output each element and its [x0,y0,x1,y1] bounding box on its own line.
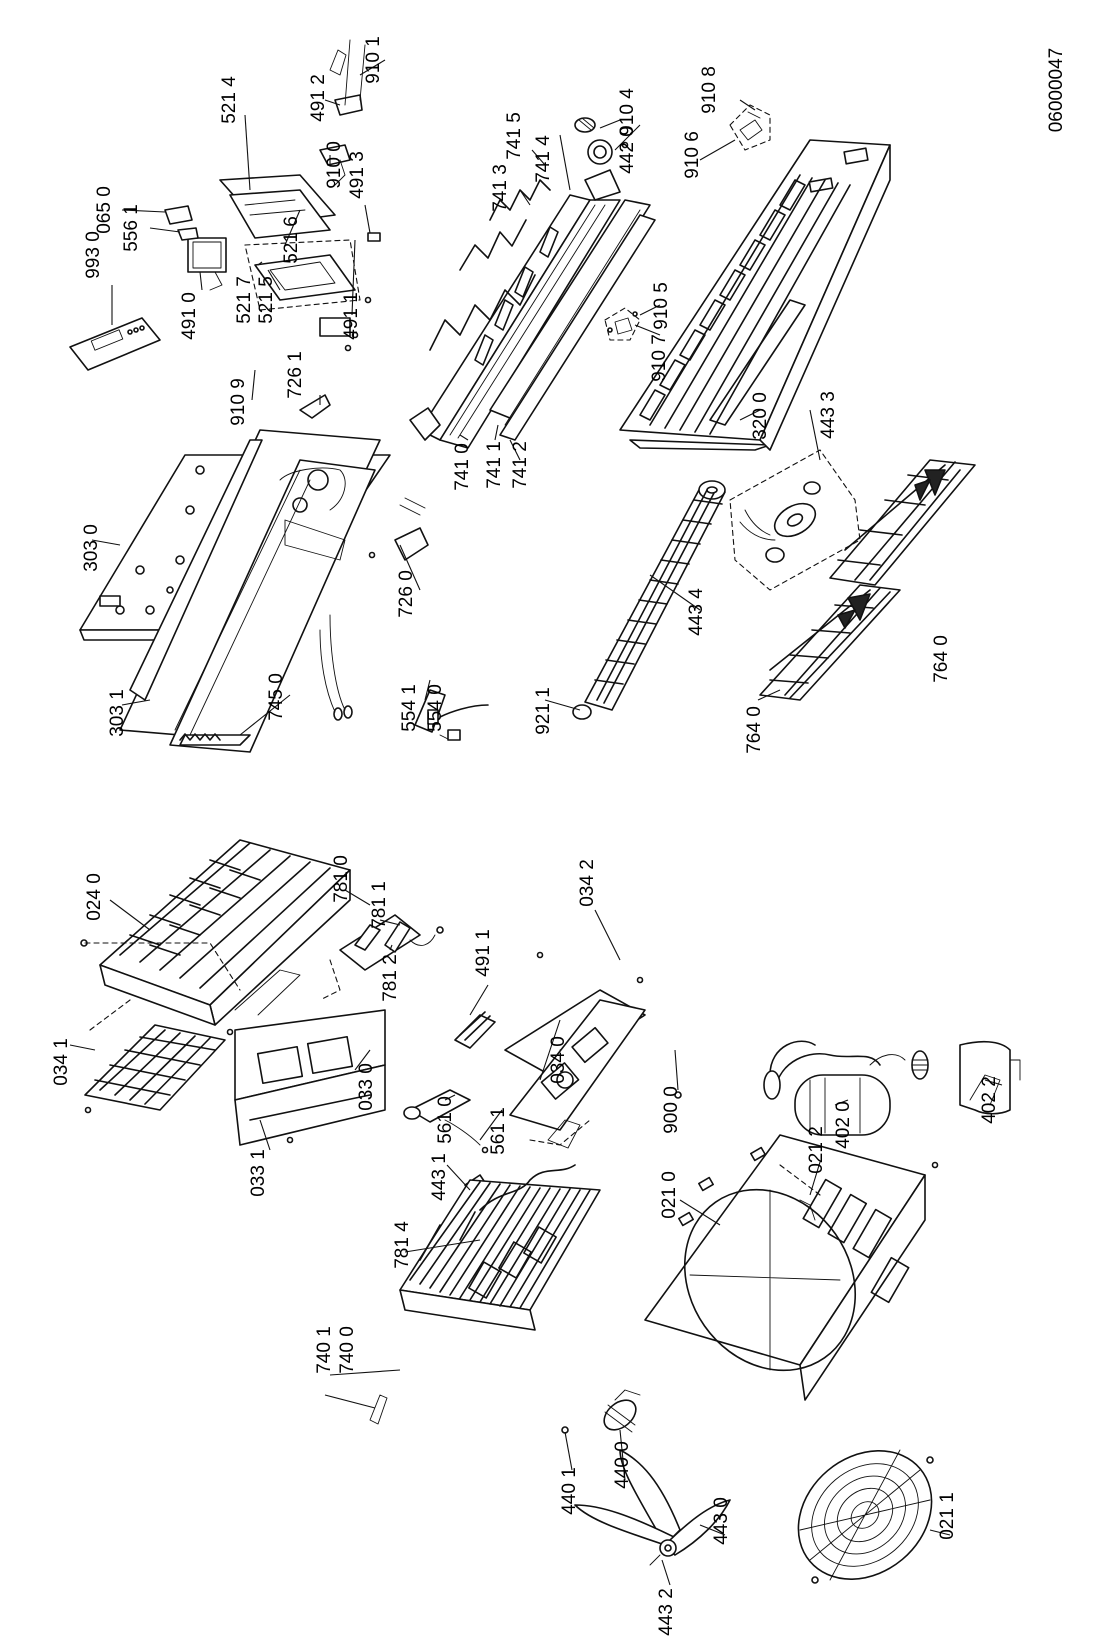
remote-control [69,317,161,371]
air-filter-left [759,584,901,701]
part-label: 521 6 [281,216,302,264]
part-label: 741 1 [484,441,505,489]
part-label: 491 1 [341,292,362,340]
part-label: 034 1 [51,1038,72,1086]
indoor-chassis [119,429,381,753]
part-label: 910 0 [324,141,345,189]
part-label: 443 3 [818,391,839,439]
part-label: 521 7 [234,276,255,324]
part-label: 443 4 [686,588,707,636]
part-label: 741 0 [452,443,473,491]
part-label: 740 0 [337,1326,358,1374]
service-valves [319,914,444,1001]
air-filter-right [829,459,976,586]
part-label: 741 5 [504,112,525,160]
part-label: 443 1 [429,1153,450,1201]
filter-holder [729,104,771,151]
outdoor-fan-motor [561,1389,641,1434]
part-label: 402 0 [833,1101,854,1149]
compressor [763,1040,929,1136]
part-label: 726 0 [396,570,417,618]
part-label: 491 3 [347,151,368,199]
condenser-coil [369,1119,601,1425]
part-label: 033 0 [356,1063,377,1111]
part-label: 910 5 [651,282,672,330]
part-label: 303 0 [81,524,102,572]
document-id: 06000047 [1046,48,1067,133]
part-label: 726 1 [285,351,306,399]
part-label: 443 2 [656,1588,677,1636]
part-label: 781 4 [392,1221,413,1269]
part-label: 900 0 [661,1086,682,1134]
part-label: 910 8 [699,66,720,114]
part-label: 021 2 [806,1126,827,1174]
fan-guard [797,1449,934,1584]
part-label: 491 0 [179,292,200,340]
part-label: 910 9 [228,378,249,426]
part-label: 491 2 [308,74,329,122]
louver-frame [409,169,621,449]
part-label: 781 0 [331,855,352,903]
part-label: 303 1 [107,689,128,737]
part-label: 024 0 [84,873,105,921]
part-label: 741 2 [510,441,531,489]
transformer [164,205,227,291]
part-label: 554 1 [399,684,420,732]
part-label: 910 4 [617,88,638,136]
part-label: 443 0 [711,1497,732,1545]
horizontal-vane [489,199,656,441]
part-label: 556 1 [121,204,142,252]
part-label: 442 0 [617,126,638,174]
vane-link [604,307,641,341]
part-label: 561 1 [488,1107,509,1155]
part-label: 764 0 [931,635,952,683]
leader-lines [69,59,1003,1586]
part-label: 561 0 [435,1096,456,1144]
part-label: 740 1 [314,1326,335,1374]
outdoor-control-box [454,951,682,1146]
part-label: 910 1 [363,36,384,84]
vane-motor [574,117,629,165]
part-label: 440 1 [559,1467,580,1515]
part-label: 521 4 [219,76,240,124]
part-label: 034 2 [577,859,598,907]
part-label: 741 4 [533,135,554,183]
part-label: 021 1 [937,1492,958,1540]
part-label: 320 0 [750,392,771,440]
side-panel [234,1009,386,1146]
compressor-jacket [959,1040,1021,1115]
electrical-control-box [219,39,381,352]
part-label: 910 7 [649,334,670,382]
part-label: 993 0 [83,231,104,279]
part-label: 402 2 [979,1076,1000,1124]
part-label: 921 1 [533,687,554,735]
part-label: 440 0 [612,1441,633,1489]
part-label: 781 1 [369,881,390,929]
part-label: 034 0 [548,1036,569,1084]
part-label: 745 0 [266,673,287,721]
front-panel [619,139,891,451]
outdoor-cabinet [644,1134,939,1401]
part-label: 764 0 [744,706,765,754]
part-label: 491 1 [473,929,494,977]
part-label: 781 2 [380,954,401,1002]
fan-motor [729,449,861,591]
part-label: 521 5 [256,276,277,324]
part-label: 910 6 [682,131,703,179]
cross-flow-fan [572,480,726,720]
part-label: 065 0 [94,186,115,234]
part-label: 554 0 [425,684,446,732]
temperature-sensor [414,689,489,741]
part-label: 741 3 [490,164,511,212]
part-label: 021 0 [659,1171,680,1219]
part-label: 033 1 [248,1149,269,1197]
outdoor-heat-exchanger [80,839,351,1031]
rear-grille [84,1024,234,1114]
propeller-fan [574,1449,731,1566]
